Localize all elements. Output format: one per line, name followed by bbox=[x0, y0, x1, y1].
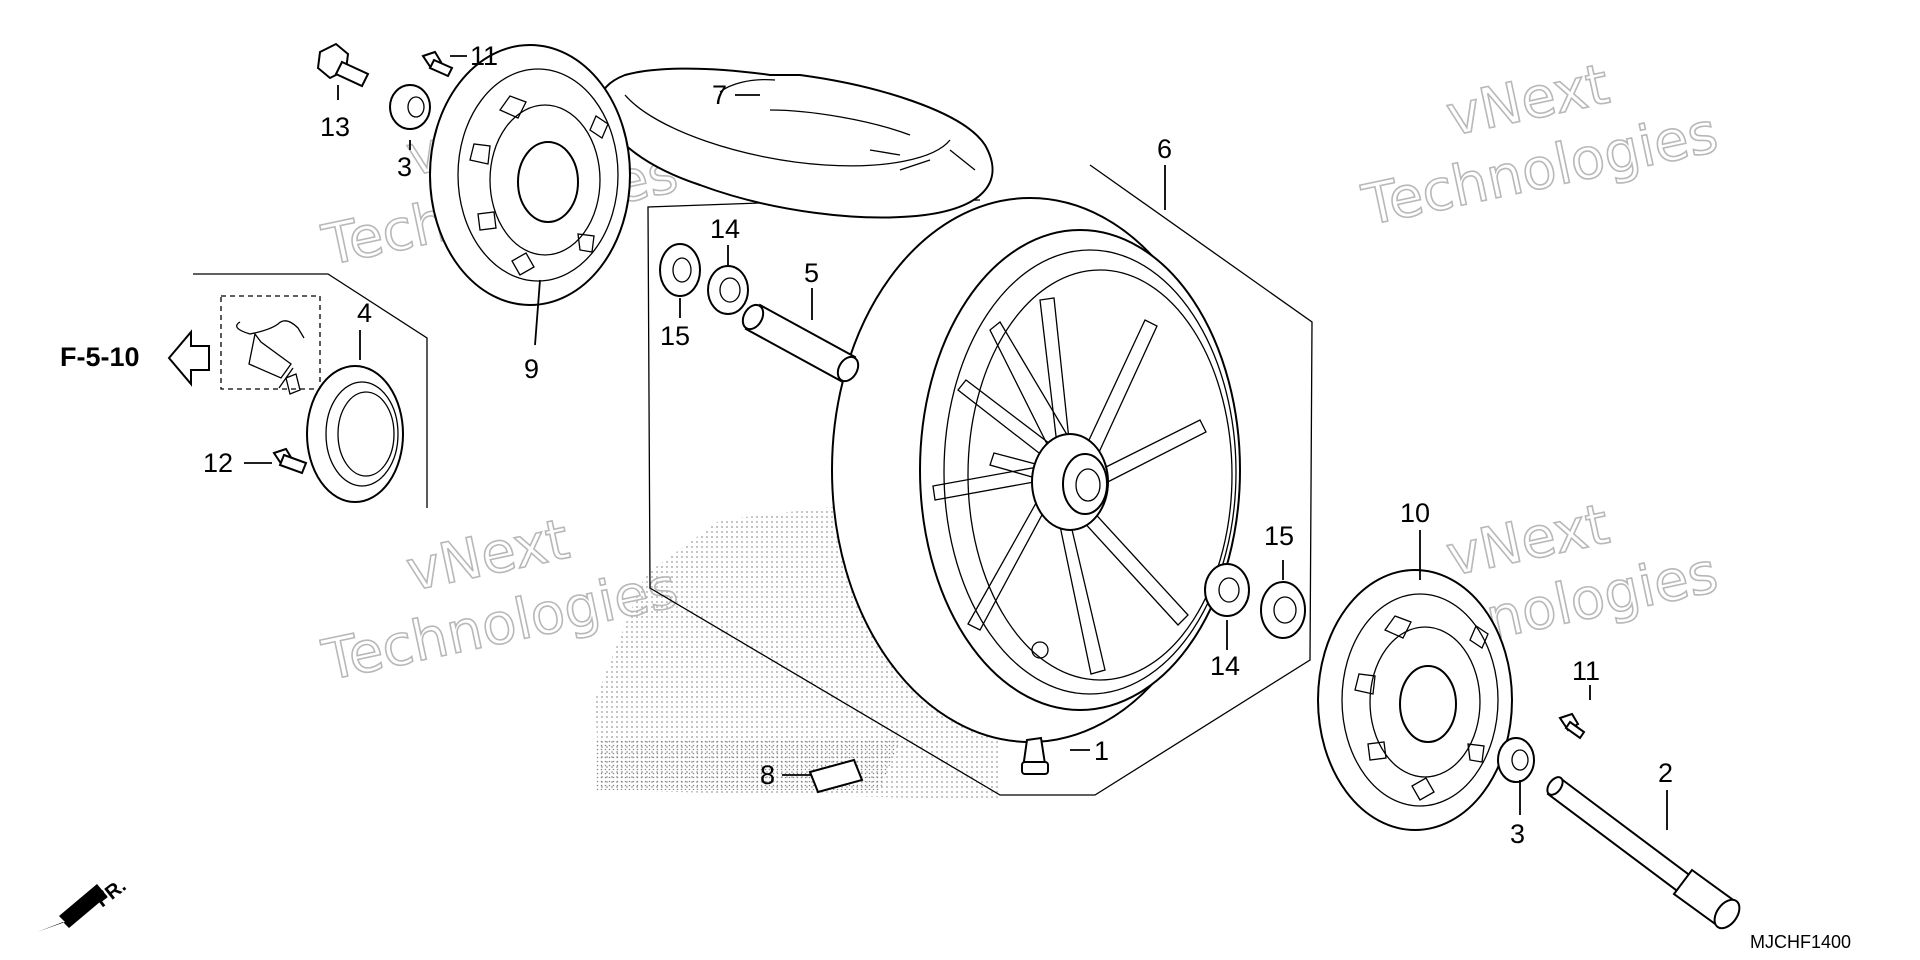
wheel bbox=[831, 197, 1241, 743]
part-number-14-right: 14 bbox=[1210, 651, 1240, 681]
right-disc-bolt bbox=[1558, 712, 1586, 740]
balance-weight bbox=[808, 758, 864, 794]
right-brake-disc bbox=[1317, 569, 1513, 831]
tire bbox=[598, 67, 994, 219]
part-numbers: 1 2 3 3 4 5 6 7 8 9 10 11 11 12 13 14 14… bbox=[203, 41, 1673, 849]
left-dust-seal bbox=[707, 265, 749, 315]
axle-pinch-bolt bbox=[316, 42, 370, 88]
part-number-8: 8 bbox=[760, 760, 775, 790]
part-number-3-right: 3 bbox=[1510, 819, 1525, 849]
part-number-5: 5 bbox=[804, 258, 819, 288]
part-number-1: 1 bbox=[1094, 736, 1109, 766]
air-valve bbox=[1021, 736, 1049, 775]
part-number-7: 7 bbox=[712, 80, 727, 110]
right-bearing bbox=[1204, 563, 1250, 617]
leader-lines bbox=[244, 55, 1668, 830]
part-number-15-right: 15 bbox=[1264, 521, 1294, 551]
part-number-3-left: 3 bbox=[397, 152, 412, 182]
part-number-14-left: 14 bbox=[710, 214, 740, 244]
part-number-11-left: 11 bbox=[470, 41, 498, 71]
front-arrow-icon bbox=[37, 884, 107, 932]
left-disc-bolt bbox=[421, 50, 454, 78]
part-number-13: 13 bbox=[320, 112, 350, 142]
front-direction-indicator: FR. bbox=[37, 875, 130, 932]
reference-callout: F-5-10 bbox=[60, 329, 210, 387]
axle-spacer bbox=[741, 303, 860, 383]
pulser-ring bbox=[306, 365, 404, 503]
part-number-10: 10 bbox=[1400, 498, 1430, 528]
pulser-bolt bbox=[272, 447, 308, 475]
front-axle bbox=[1546, 776, 1741, 930]
reference-arrow-icon bbox=[167, 329, 210, 387]
right-dust-seal bbox=[1260, 581, 1306, 639]
part-number-11-right: 11 bbox=[1572, 656, 1600, 686]
assembly-outline bbox=[647, 164, 1313, 796]
part-number-4: 4 bbox=[357, 298, 372, 328]
right-collar bbox=[1497, 737, 1535, 783]
left-bearing bbox=[659, 243, 701, 297]
reference-label: F-5-10 bbox=[60, 342, 140, 372]
part-number-15-left: 15 bbox=[660, 321, 690, 351]
left-collar bbox=[389, 84, 431, 130]
diagram-code: MJCHF1400 bbox=[1750, 932, 1851, 952]
left-brake-disc bbox=[429, 44, 631, 306]
abs-sensor-group bbox=[193, 273, 428, 508]
part-number-2: 2 bbox=[1658, 758, 1673, 788]
part-number-12: 12 bbox=[203, 448, 233, 478]
part-number-9: 9 bbox=[524, 354, 539, 384]
part-number-6: 6 bbox=[1157, 134, 1172, 164]
front-label: FR. bbox=[92, 875, 131, 912]
